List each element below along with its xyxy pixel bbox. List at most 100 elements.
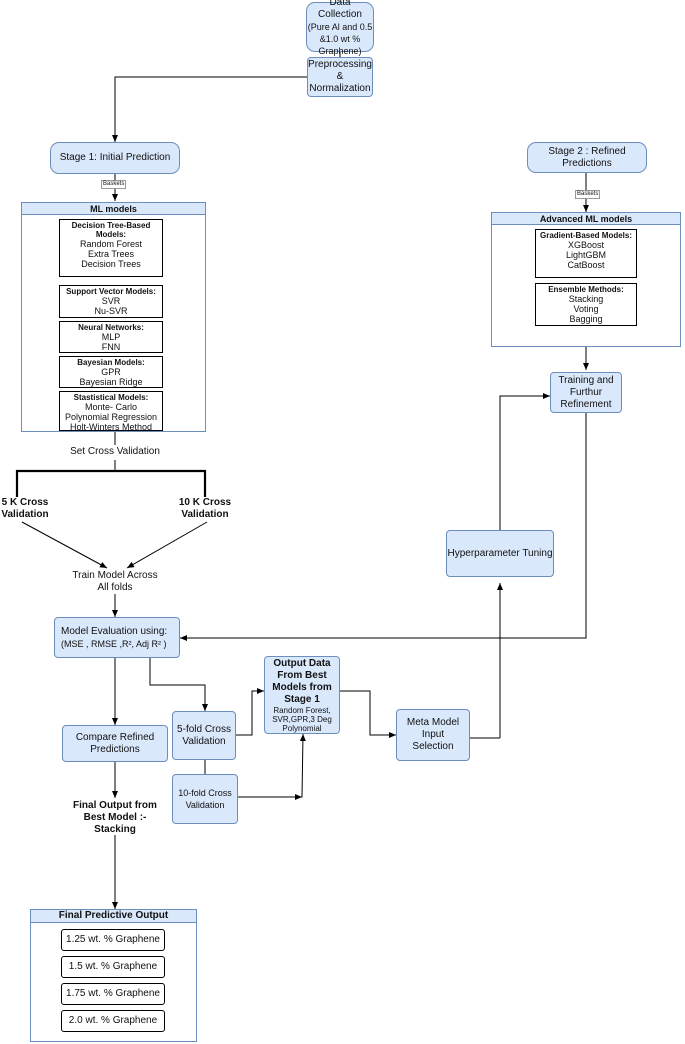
output-data-l6: SVR,GPR,3 Deg [272, 714, 332, 724]
ml-item: Extra Trees [87, 249, 134, 259]
training-refinement-line3: Refinement [560, 398, 612, 410]
output-data-l3: Models from [272, 681, 332, 693]
stage2-node: Stage 2 : Refined Predictions [527, 142, 647, 173]
ml-models-header: ML models [21, 202, 206, 215]
cv-5k-line1: 5 K Cross [1, 497, 49, 508]
data-collection-line2: (Pure Al and 0.5 [307, 22, 373, 32]
train-model-label: Train Model Across All folds [60, 570, 170, 594]
data-collection-line4: Graphene) [318, 46, 362, 56]
five-fold-line1: 5-fold Cross [177, 723, 231, 735]
output-data-node: Output Data From Best Models from Stage … [264, 656, 340, 734]
ml-item: Random Forest [79, 239, 143, 249]
preprocessing-line2: & [336, 71, 344, 82]
ten-fold-line2: Validation [185, 800, 225, 810]
cv-5k-line2: Validation [1, 509, 49, 520]
adv-item: Stacking [568, 294, 604, 304]
adv-group-ensemble: Ensemble Methods: Stacking Voting Baggin… [535, 283, 637, 326]
ml-group-decision-tree-title: Decision Tree-Based Models: [71, 221, 151, 239]
final-output-line2: Best Model :- [83, 812, 147, 823]
compare-refined-node: Compare Refined Predictions [62, 725, 168, 762]
adv-group-gradient: Gradient-Based Models: XGBoost LightGBM … [535, 229, 637, 278]
ml-item: SVR [101, 296, 121, 306]
meta-model-line3: Selection [412, 741, 454, 752]
ml-group-neural-networks-title: Neural Networks: [78, 323, 144, 332]
output-data-l2: From Best [277, 669, 327, 681]
ml-group-bayesian: Bayesian Models: GPR Bayesian Ridge [59, 356, 163, 388]
ml-item: GPR [101, 367, 121, 377]
training-refinement-line1: Training and [558, 374, 614, 386]
output-data-l5: Random Forest, [273, 705, 331, 715]
ml-item: Polynomial Regression [64, 412, 158, 422]
compare-refined-line2: Predictions [90, 743, 140, 755]
cv-10k-label: 10 K Cross Validation [176, 497, 234, 521]
cv-5k-label: 5 K Cross Validation [0, 497, 50, 521]
train-model-line2: All folds [97, 582, 133, 593]
adv-group-gradient-title: Gradient-Based Models: [539, 231, 632, 240]
set-cross-validation-label: Set Cross Validation [70, 446, 160, 457]
data-collection-line1: Data Collection [318, 0, 362, 20]
train-model-line1: Train Model Across [72, 570, 158, 581]
final-output-item: 1.25 wt. % Graphene [61, 929, 165, 951]
ml-item: FNN [101, 342, 121, 352]
adv-item: CatBoost [567, 260, 605, 270]
training-refinement-line2: Furthur [569, 386, 603, 398]
adv-item: Voting [573, 304, 599, 314]
output-data-l4: Stage 1 [284, 693, 320, 705]
training-refinement-node: Training and Furthur Refinement [550, 372, 622, 413]
ten-fold-node: 10-fold Cross Validation [172, 774, 238, 824]
model-evaluation-node: Model Evaluation using: (MSE , RMSE ,R²,… [54, 617, 180, 658]
data-collection-node: Data Collection (Pure Al and 0.5 &1.0 wt… [306, 0, 374, 56]
five-fold-node: 5-fold Cross Validation [172, 711, 236, 760]
output-data-l1: Output Data [273, 657, 331, 669]
ml-item: Bayesian Ridge [79, 377, 143, 387]
five-fold-line2: Validation [182, 735, 226, 747]
compare-refined-line1: Compare Refined [75, 731, 155, 743]
ten-fold-line1: 10-fold Cross [178, 788, 232, 798]
ml-item: Holt-Winters Method [69, 422, 153, 432]
meta-model-line1: Meta Model [406, 717, 460, 728]
adv-group-ensemble-title: Ensemble Methods: [548, 285, 624, 294]
hyperparameter-label: Hyperparameter Tuning [447, 547, 553, 559]
ml-group-statistical: Stastistical Models: Monte- Carlo Polyno… [59, 391, 163, 432]
final-output-item: 2.0 wt. % Graphene [61, 1010, 165, 1032]
ml-item: MLP [101, 332, 121, 342]
final-output-item: 1.75 wt. % Graphene [61, 983, 165, 1005]
stage1-node: Stage 1: Initial Prediction [50, 142, 180, 174]
final-output-item: 1.5 wt. % Graphene [61, 956, 165, 978]
final-predictive-header: Final Predictive Output [30, 909, 197, 923]
ml-group-decision-tree: Decision Tree-Based Models: Random Fores… [59, 219, 163, 277]
meta-model-line2: Input [421, 729, 445, 740]
stage2-line2: Predictions [562, 157, 612, 169]
ml-group-neural-networks: Neural Networks: MLP FNN [59, 321, 163, 353]
preprocessing-line1: Preprocessing [308, 59, 372, 70]
ml-group-bayesian-title: Bayesian Models: [77, 358, 145, 367]
ml-group-support-vector: Support Vector Models: SVR Nu-SVR [59, 285, 163, 318]
final-output-line3: Stacking [94, 824, 136, 835]
cv-10k-line2: Validation [181, 509, 229, 520]
adv-item: Bagging [569, 314, 603, 324]
stage2-line1: Stage 2 : Refined [548, 145, 626, 157]
data-collection-line3: &1.0 wt % [319, 34, 361, 44]
final-output-best-label: Final Output from Best Model :- Stacking [70, 800, 160, 836]
final-output-line1: Final Output from [73, 800, 157, 811]
adv-item: LightGBM [565, 250, 607, 260]
stage1-label: Stage 1: Initial Prediction [59, 152, 171, 163]
model-evaluation-line2: (MSE , RMSE ,R², Adj R² ) [61, 638, 167, 649]
advanced-ml-header: Advanced ML models [491, 212, 681, 225]
stage1-baskets-tag: Baskets [101, 180, 127, 189]
preprocessing-node: Preprocessing & Normalization [307, 57, 373, 97]
meta-model-node: Meta Model Input Selection [396, 709, 470, 761]
hyperparameter-tuning-node: Hyperparameter Tuning [446, 530, 554, 577]
ml-item: Decision Trees [81, 259, 141, 269]
stage2-baskets-tag: Baskets [575, 190, 601, 199]
ml-group-statistical-title: Stastistical Models: [73, 393, 149, 402]
ml-item: Nu-SVR [94, 306, 128, 316]
ml-item: Monte- Carlo [84, 402, 138, 412]
cv-10k-line1: 10 K Cross [178, 497, 232, 508]
model-evaluation-line1: Model Evaluation using: [61, 625, 168, 637]
preprocessing-line3: Normalization [309, 83, 371, 94]
ml-group-support-vector-title: Support Vector Models: [66, 287, 156, 296]
adv-item: XGBoost [567, 240, 605, 250]
output-data-l7: Polynomial [282, 723, 322, 733]
